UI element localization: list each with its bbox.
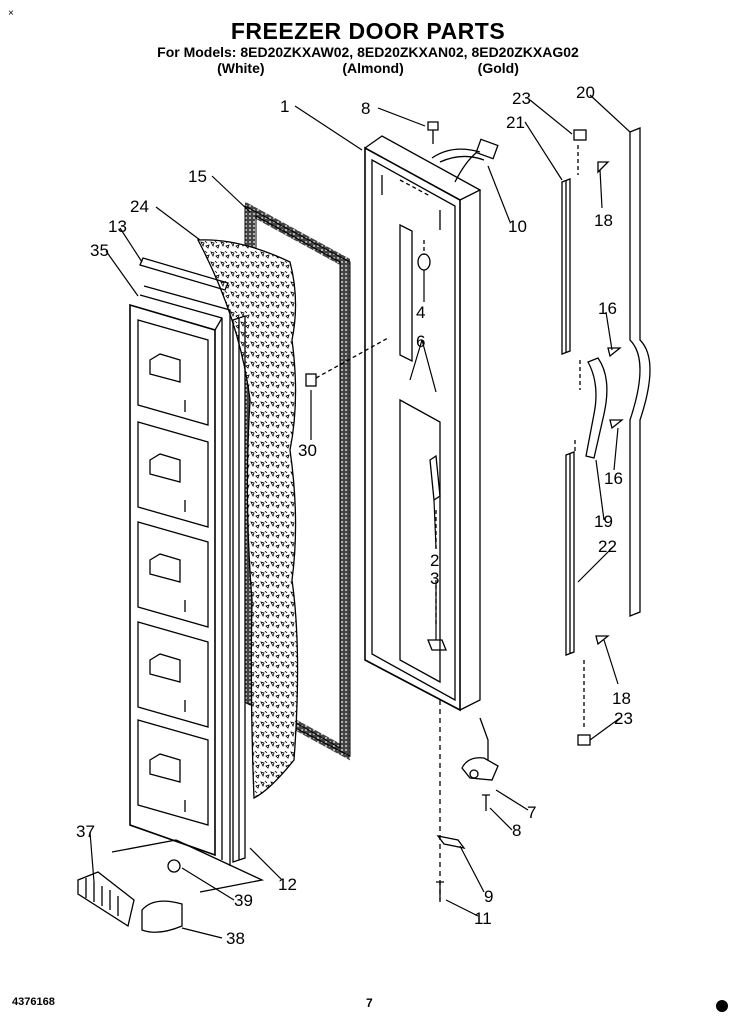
callout-37: 37 <box>76 822 95 841</box>
callout-15: 15 <box>188 167 207 186</box>
callout-20: 20 <box>576 83 595 102</box>
callout-4: 4 <box>416 303 425 322</box>
side-trim <box>232 315 246 863</box>
callout-3: 3 <box>430 569 439 588</box>
callout-23-lower: 23 <box>614 709 633 728</box>
document-number: 4376168 <box>12 996 55 1008</box>
callout-39: 39 <box>234 891 253 910</box>
colors-line: (White) (Almond) (Gold) <box>217 60 519 76</box>
callout-11: 11 <box>474 909 492 928</box>
handle <box>629 127 651 617</box>
callout-35: 35 <box>90 241 109 260</box>
callout-16-upper: 16 <box>598 299 617 318</box>
insulation-foam <box>196 239 299 800</box>
callout-22: 22 <box>598 537 617 556</box>
door-liner <box>129 303 216 857</box>
corner-mark: × <box>8 8 14 19</box>
callout-38: 38 <box>226 929 245 948</box>
callout-30: 30 <box>298 441 317 460</box>
handle-rail-upper <box>561 178 571 355</box>
page-number: 7 <box>366 996 373 1010</box>
callout-1: 1 <box>280 97 289 116</box>
top-trim <box>139 257 229 291</box>
callout-18-top: 18 <box>594 211 613 230</box>
callout-8-lower: 8 <box>512 821 521 840</box>
callout-9: 9 <box>484 887 493 906</box>
callout-7: 7 <box>527 803 536 822</box>
callout-2: 2 <box>430 551 439 570</box>
callout-23-top: 23 <box>512 89 531 108</box>
callout-19: 19 <box>594 512 613 531</box>
handle-rail-lower <box>565 451 575 656</box>
callout-24: 24 <box>130 197 149 216</box>
callout-18-lower: 18 <box>612 689 631 708</box>
callout-10: 10 <box>508 217 527 236</box>
callout-8-top: 8 <box>361 99 370 118</box>
grille <box>77 871 135 928</box>
callout-12: 12 <box>278 875 297 894</box>
callout-16-lower: 16 <box>604 469 623 488</box>
models-line: For Models: 8ED20ZKXAW02, 8ED20ZKXAN02, … <box>157 44 579 60</box>
door-bins <box>137 319 209 826</box>
page-title: FREEZER DOOR PARTS <box>230 18 506 44</box>
scan-mark <box>716 1000 728 1012</box>
callout-21: 21 <box>506 113 525 132</box>
callout-13: 13 <box>108 217 127 236</box>
callout-6: 6 <box>416 332 425 351</box>
